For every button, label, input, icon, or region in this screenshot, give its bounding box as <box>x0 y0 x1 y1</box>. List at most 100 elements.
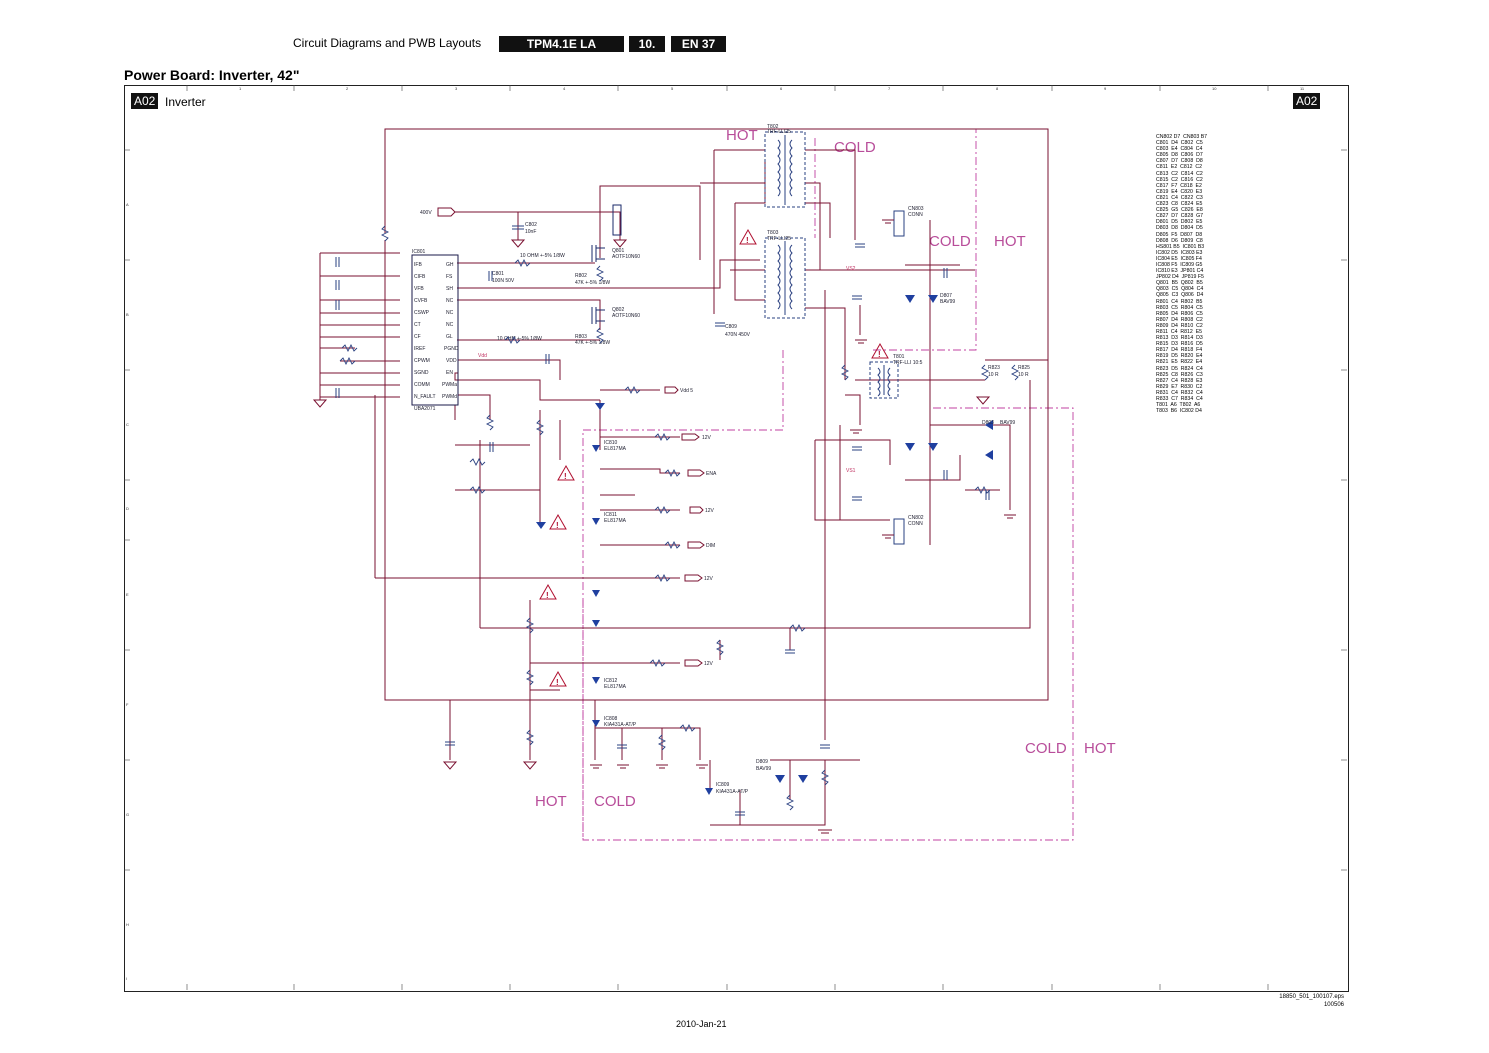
reference-row: R825 C8 R826 C3 <box>1156 371 1203 378</box>
reference-row: Q803 C5 Q804 C4 <box>1156 286 1204 293</box>
svg-text:CT: CT <box>414 322 421 328</box>
sheet-name: Inverter <box>165 95 206 109</box>
svg-text:EN: EN <box>446 370 453 376</box>
svg-text:PGND: PGND <box>444 346 459 352</box>
svg-text:CIFB: CIFB <box>414 274 426 280</box>
net-vdd5-label: Vdd 5 <box>680 388 693 394</box>
d807-ref: D807 <box>940 293 952 299</box>
col-label: 7 <box>888 86 891 91</box>
reference-row: C813 C2 C814 C2 <box>1156 170 1203 177</box>
svg-text:NC: NC <box>446 298 454 304</box>
diode-symbols <box>536 295 993 795</box>
c801-value: 100N 50V <box>492 278 515 284</box>
hot-label: HOT <box>994 233 1026 250</box>
t801-ref: T801 <box>893 354 905 360</box>
reference-row: Q801 B5 Q802 B5 <box>1156 280 1203 287</box>
isolation-boundaries <box>582 128 1074 841</box>
reference-row: D808 D6 D809 C8 <box>1156 237 1203 244</box>
col-label: 3 <box>455 86 458 91</box>
c802-ref: C802 <box>525 222 537 228</box>
cn803-ref: CN803 <box>908 206 924 212</box>
svg-text:VDD: VDD <box>446 358 457 364</box>
d803-ref: D803 <box>982 420 994 426</box>
ic808-type: KIA431A-AT/P <box>604 722 637 728</box>
q802-type: AOTF10N60 <box>612 313 640 319</box>
d809-type: BAV99 <box>756 766 771 772</box>
ic809-type: KIA431A-AT/P <box>716 789 749 795</box>
reference-row: Q805 C3 Q806 D4 <box>1156 292 1204 299</box>
col-label: 4 <box>563 86 566 91</box>
reference-row: C801 D4 C802 C5 <box>1156 140 1203 147</box>
svg-text:PWMd: PWMd <box>442 394 457 400</box>
reference-row: R805 D4 R806 C5 <box>1156 310 1203 317</box>
warning-icon <box>539 228 889 687</box>
reference-row: R819 D5 R820 E4 <box>1156 353 1203 360</box>
r803-ref: R803 <box>575 334 587 340</box>
grid-ticks <box>124 85 1347 990</box>
svg-text:FS: FS <box>446 274 453 280</box>
reference-row: D805 F5 D807 D8 <box>1156 231 1203 238</box>
reference-row: IC810 E3 JP801 C4 <box>1156 268 1204 275</box>
cold-label: COLD <box>594 793 636 810</box>
svg-text:NC: NC <box>446 310 454 316</box>
footer-file: 18850_501_100107.eps 100506 <box>1279 993 1344 1009</box>
page-tag: EN 37 <box>671 36 726 52</box>
svg-text:IFB: IFB <box>414 262 422 268</box>
r823-ref: R823 <box>988 365 1000 371</box>
reference-row: R833 C7 R834 C4 <box>1156 396 1203 403</box>
reference-row: R803 C5 R804 C5 <box>1156 304 1203 311</box>
reference-row: IC808 F5 IC809 G5 <box>1156 261 1203 268</box>
page-title: Power Board: Inverter, 42" <box>124 67 300 83</box>
capacitor-symbols <box>335 225 990 816</box>
reference-row: IC804 E5 IC805 F4 <box>1156 255 1202 262</box>
svg-text:PWMa: PWMa <box>442 382 457 388</box>
chapter-tag: 10. <box>629 36 665 52</box>
svg-text:CF: CF <box>414 334 421 340</box>
reference-row: C819 E4 C820 E3 <box>1156 188 1203 195</box>
c809-value: 470N 450V <box>725 332 751 338</box>
reference-row: R815 D3 R816 D5 <box>1156 341 1203 348</box>
reference-row: R829 E7 R830 C2 <box>1156 383 1203 390</box>
net-12v-label: 12V <box>705 508 715 514</box>
reference-row: R831 C4 R832 C4 <box>1156 389 1203 396</box>
c801-ref: C801 <box>492 271 504 277</box>
net-vdd-label: Vdd <box>478 353 487 359</box>
cold-label: COLD <box>929 233 971 250</box>
reference-row: C811 E2 C812 C2 <box>1156 164 1203 171</box>
ic810-type: EL817MA <box>604 446 627 452</box>
cold-label: COLD <box>834 139 876 156</box>
hot-label: HOT <box>535 793 567 810</box>
reference-row: C803 E4 C804 C4 <box>1156 146 1203 153</box>
reference-row: R827 C4 R828 E3 <box>1156 377 1203 384</box>
row-label: G <box>126 812 129 817</box>
reference-row: C805 D8 C806 D7 <box>1156 152 1203 159</box>
reference-row: R817 D4 R818 F4 <box>1156 347 1203 354</box>
heatsink-hs801 <box>612 204 622 236</box>
c809-ref: C809 <box>725 324 737 330</box>
reference-row: C823 C8 C824 E5 <box>1156 201 1203 208</box>
t803-ref: T803 <box>767 230 779 236</box>
reference-row: R801 C4 R802 B5 <box>1156 298 1203 305</box>
connector-cn803 <box>893 210 905 237</box>
ic801-ref: IC801 <box>412 249 426 255</box>
r802-value: 47K +-5% 1/8W <box>575 280 610 286</box>
cold-label: COLD <box>1025 740 1067 757</box>
svg-text:NC: NC <box>446 322 454 328</box>
d803-type: BAV99 <box>1000 420 1015 426</box>
svg-text:VFB: VFB <box>414 286 424 292</box>
mosfet-q801 <box>591 245 605 262</box>
ic812-type: EL817MA <box>604 684 627 690</box>
r825-value: 10 R <box>1018 372 1029 378</box>
reference-row: R823 D5 R824 C4 <box>1156 365 1203 372</box>
row-label: H <box>126 922 129 927</box>
ic801-type: UBA2071 <box>414 406 436 412</box>
cn802-type: CONN <box>908 521 923 527</box>
reference-row: C825 G5 C826 E8 <box>1156 207 1203 214</box>
reference-row: D801 D5 D802 E5 <box>1156 219 1203 226</box>
c802-value: 10nF <box>525 229 536 235</box>
connector-cn802 <box>893 518 905 545</box>
cn803-type: CONN <box>908 212 923 218</box>
schematic-frame <box>124 85 1349 992</box>
svg-text:N_FAULT: N_FAULT <box>414 394 436 400</box>
